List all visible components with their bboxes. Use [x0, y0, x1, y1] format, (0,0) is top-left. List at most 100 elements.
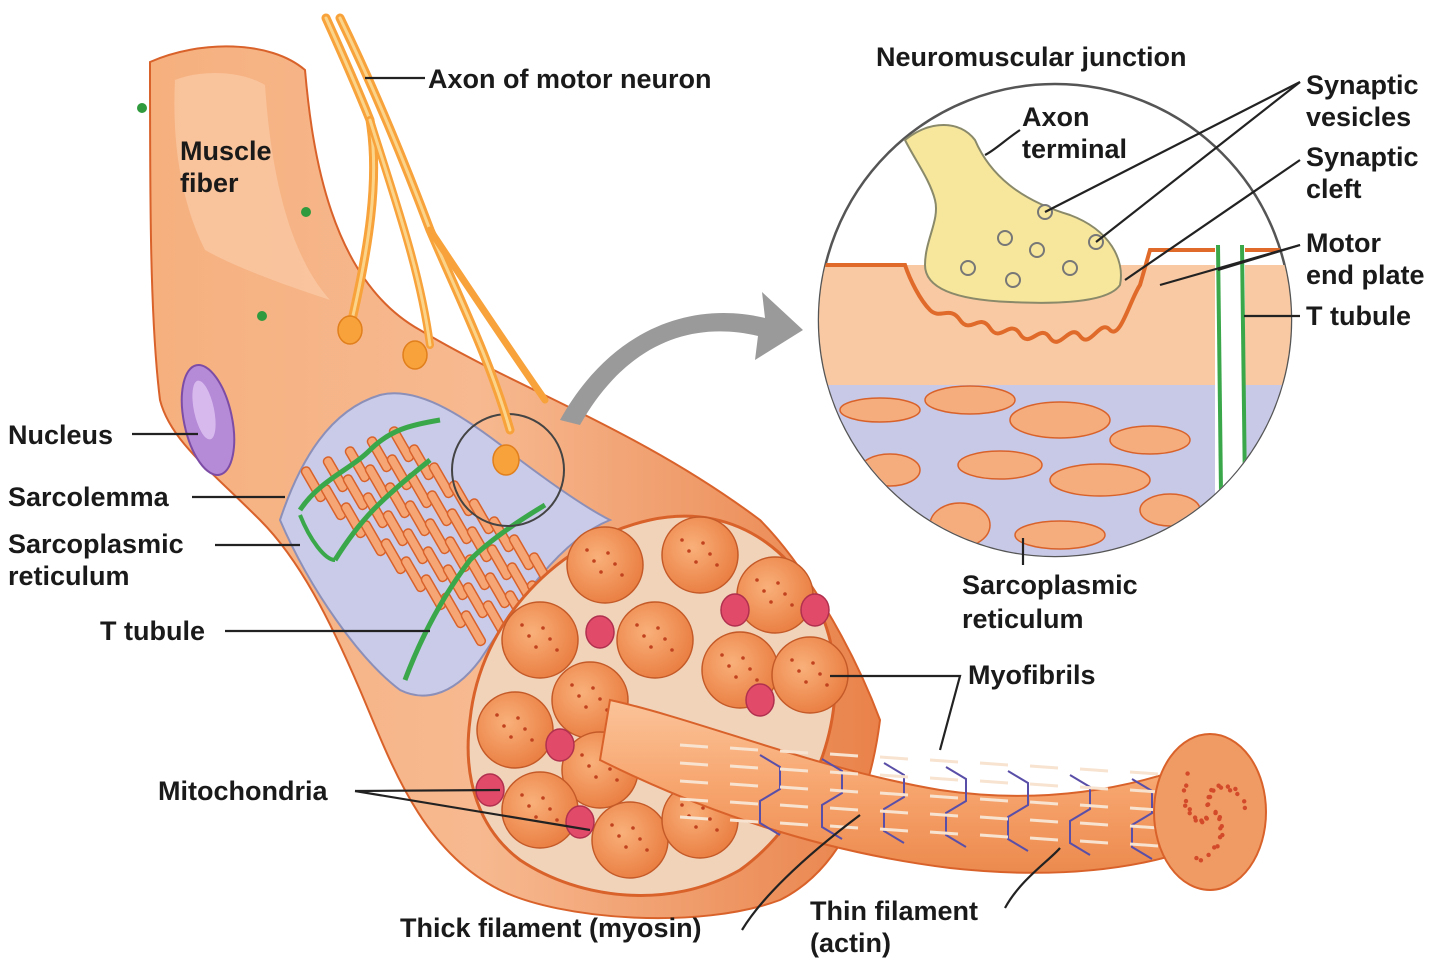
end-dot	[1184, 783, 1189, 788]
z-disc-line	[883, 762, 905, 844]
filament-dot	[548, 807, 552, 811]
filament-dash	[779, 749, 809, 755]
motor-neuron-axon	[321, 13, 549, 435]
sr-ridge	[420, 574, 447, 611]
filament-dot	[502, 724, 506, 728]
filament-dash	[1029, 836, 1059, 842]
filament-dash	[1029, 782, 1059, 788]
label-sarcolemma: Sarcolemma	[8, 482, 170, 512]
myofibril-cross-section	[616, 601, 694, 679]
sr-segment	[929, 502, 991, 548]
filament-dash	[979, 761, 1009, 767]
filament-dash	[879, 773, 909, 779]
filament-dot	[541, 796, 545, 800]
sr-ridge	[428, 462, 455, 499]
filament-dash	[779, 821, 809, 827]
end-dot	[1187, 810, 1192, 816]
filament-dot	[804, 680, 808, 684]
z-disc-line	[945, 766, 967, 848]
filament-dot	[797, 669, 801, 673]
end-dot	[1218, 826, 1223, 831]
sr-ridge	[468, 498, 495, 535]
filament-dash	[829, 770, 859, 776]
filament-dot	[680, 803, 684, 807]
end-dot	[1182, 803, 1188, 808]
filament-dot	[577, 694, 581, 698]
filament-dot	[495, 713, 499, 717]
synaptic-vesicle	[1029, 242, 1045, 258]
label-mitochondria: Mitochondria	[158, 776, 328, 806]
filament-dash	[679, 743, 709, 749]
filament-dash	[729, 800, 759, 806]
end-dot	[1212, 845, 1217, 850]
end-dot	[1192, 815, 1198, 820]
sr-segment	[1014, 520, 1106, 550]
myofibril-cross-section	[591, 801, 669, 879]
end-dot	[1213, 810, 1218, 816]
label-motor-end-plate-line2: end plate	[1306, 260, 1425, 290]
label-t-tubule-right: T tubule	[1306, 301, 1411, 331]
filament-dot	[642, 634, 646, 638]
filament-dot	[720, 653, 724, 657]
sr-ridge	[408, 444, 435, 481]
filament-dash	[1079, 767, 1109, 773]
filament-dot	[656, 626, 660, 630]
mitochondrion	[720, 593, 750, 627]
filament-dash	[679, 815, 709, 821]
sr-segment	[1009, 401, 1111, 439]
filament-dot	[592, 559, 596, 563]
filament-dot	[617, 834, 621, 838]
filament-dot	[534, 645, 538, 649]
filament-dash	[1079, 821, 1109, 827]
filament-dot	[523, 727, 527, 731]
filament-dash	[929, 812, 959, 818]
filament-dot	[694, 825, 698, 829]
filament-dash	[879, 755, 909, 761]
end-dot	[1187, 807, 1192, 812]
filament-dash	[929, 758, 959, 764]
filament-dot	[635, 623, 639, 627]
sr-segment	[849, 505, 891, 535]
filament-dot	[748, 667, 752, 671]
end-dot	[1225, 784, 1231, 789]
myofibril-cross-section	[566, 526, 644, 604]
filament-dot	[825, 683, 829, 687]
filament-dash	[729, 818, 759, 824]
filament-dash	[1079, 803, 1109, 809]
filament-dash	[979, 797, 1009, 803]
filament-dash	[779, 803, 809, 809]
sr-segment	[839, 397, 921, 423]
filament-dot	[541, 626, 545, 630]
filament-dot	[762, 589, 766, 593]
filament-dash	[879, 791, 909, 797]
filament-dot	[591, 686, 595, 690]
filament-dash	[1029, 764, 1059, 770]
sr-ridge	[404, 500, 431, 537]
filament-dash	[779, 785, 809, 791]
sr-ridge	[440, 592, 467, 629]
filament-dash	[829, 752, 859, 758]
filament-dot	[755, 678, 759, 682]
filament-dash	[679, 797, 709, 803]
label-axon-terminal-line1: Axon	[1022, 102, 1090, 132]
filament-dot	[548, 637, 552, 641]
z-disc-line	[1131, 778, 1153, 860]
end-dot	[1241, 799, 1247, 804]
filament-dot	[613, 562, 617, 566]
filament-dot	[610, 823, 614, 827]
leader-lines	[132, 76, 1301, 931]
sr-ridge	[342, 474, 369, 511]
filament-dot	[594, 775, 598, 779]
mitochondrion	[745, 683, 775, 717]
filament-dot	[741, 656, 745, 660]
filament-dash	[879, 827, 909, 833]
nmj-inset	[817, 82, 1293, 558]
filament-dot	[527, 804, 531, 808]
filament-dot	[584, 705, 588, 709]
filament-dot	[587, 764, 591, 768]
end-dot	[1183, 798, 1189, 804]
label-t-tubule-left: T tubule	[100, 616, 205, 646]
filament-dot	[701, 541, 705, 545]
label-synaptic-cleft-line2: cleft	[1306, 174, 1362, 204]
